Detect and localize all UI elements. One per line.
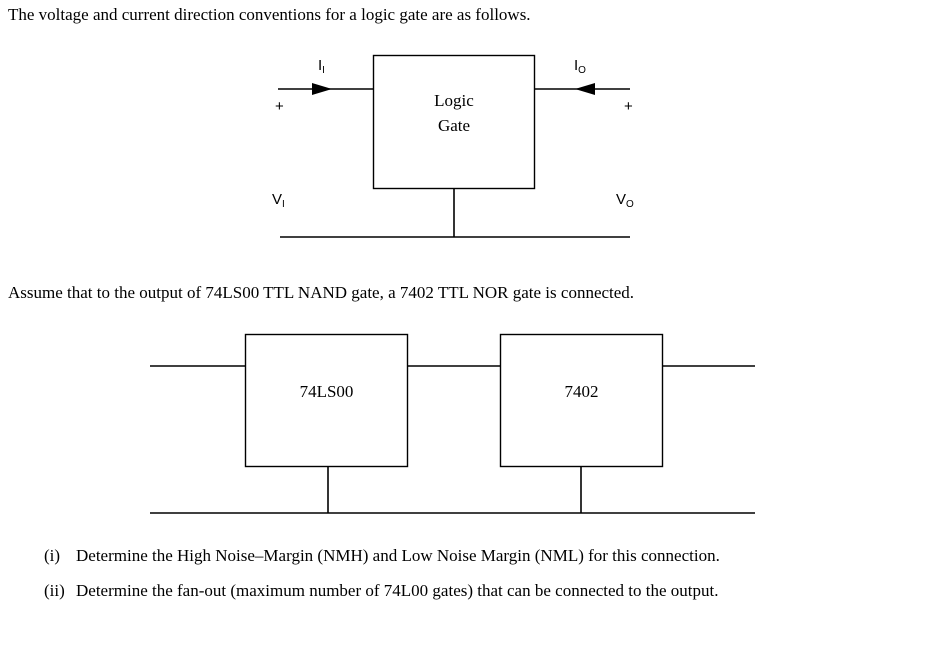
input-voltage-symbol: V: [272, 191, 283, 208]
question-text-i: Determine the High Noise–Margin (NMH) an…: [76, 546, 720, 565]
input-polarity-plus: +: [275, 98, 284, 115]
output-current-symbol: I: [574, 57, 579, 74]
logic-gate-box: [372, 54, 536, 190]
intro-paragraph-2: Assume that to the output of 74LS00 TTL …: [8, 283, 635, 302]
question-text-ii: Determine the fan-out (maximum number of…: [76, 581, 719, 600]
question-marker-ii: (ii): [44, 581, 65, 600]
output-current-subscript: O: [578, 65, 586, 76]
gate-box-7402: [499, 333, 664, 468]
logic-gate-box-label: Logic Gate: [434, 91, 474, 135]
gate-box-74ls00-label: 74LS00: [299, 382, 354, 401]
gate-box-74ls00: [244, 333, 409, 468]
output-current-label: IO: [574, 57, 586, 76]
input-current-arrow-icon: [312, 83, 332, 95]
input-voltage-label: VI: [272, 191, 285, 210]
input-voltage-subscript: I: [282, 199, 285, 210]
question-list: (i) Determine the High Noise–Margin (NMH…: [44, 544, 899, 614]
question-item-i: (i) Determine the High Noise–Margin (NMH…: [44, 544, 899, 568]
input-current-symbol: I: [318, 57, 323, 74]
output-polarity-plus: +: [624, 98, 633, 115]
intro-paragraph-1: The voltage and current direction conven…: [8, 5, 531, 24]
gate-box-7402-label: 7402: [564, 382, 599, 401]
output-current-arrow-icon: [575, 83, 595, 95]
output-voltage-label: VO: [616, 191, 634, 210]
input-current-label: II: [318, 57, 325, 76]
output-voltage-subscript: O: [626, 199, 634, 210]
input-current-subscript: I: [322, 65, 325, 76]
output-voltage-symbol: V: [616, 191, 627, 208]
question-marker-i: (i): [44, 546, 61, 565]
question-item-ii: (ii) Determine the fan-out (maximum numb…: [44, 579, 899, 603]
